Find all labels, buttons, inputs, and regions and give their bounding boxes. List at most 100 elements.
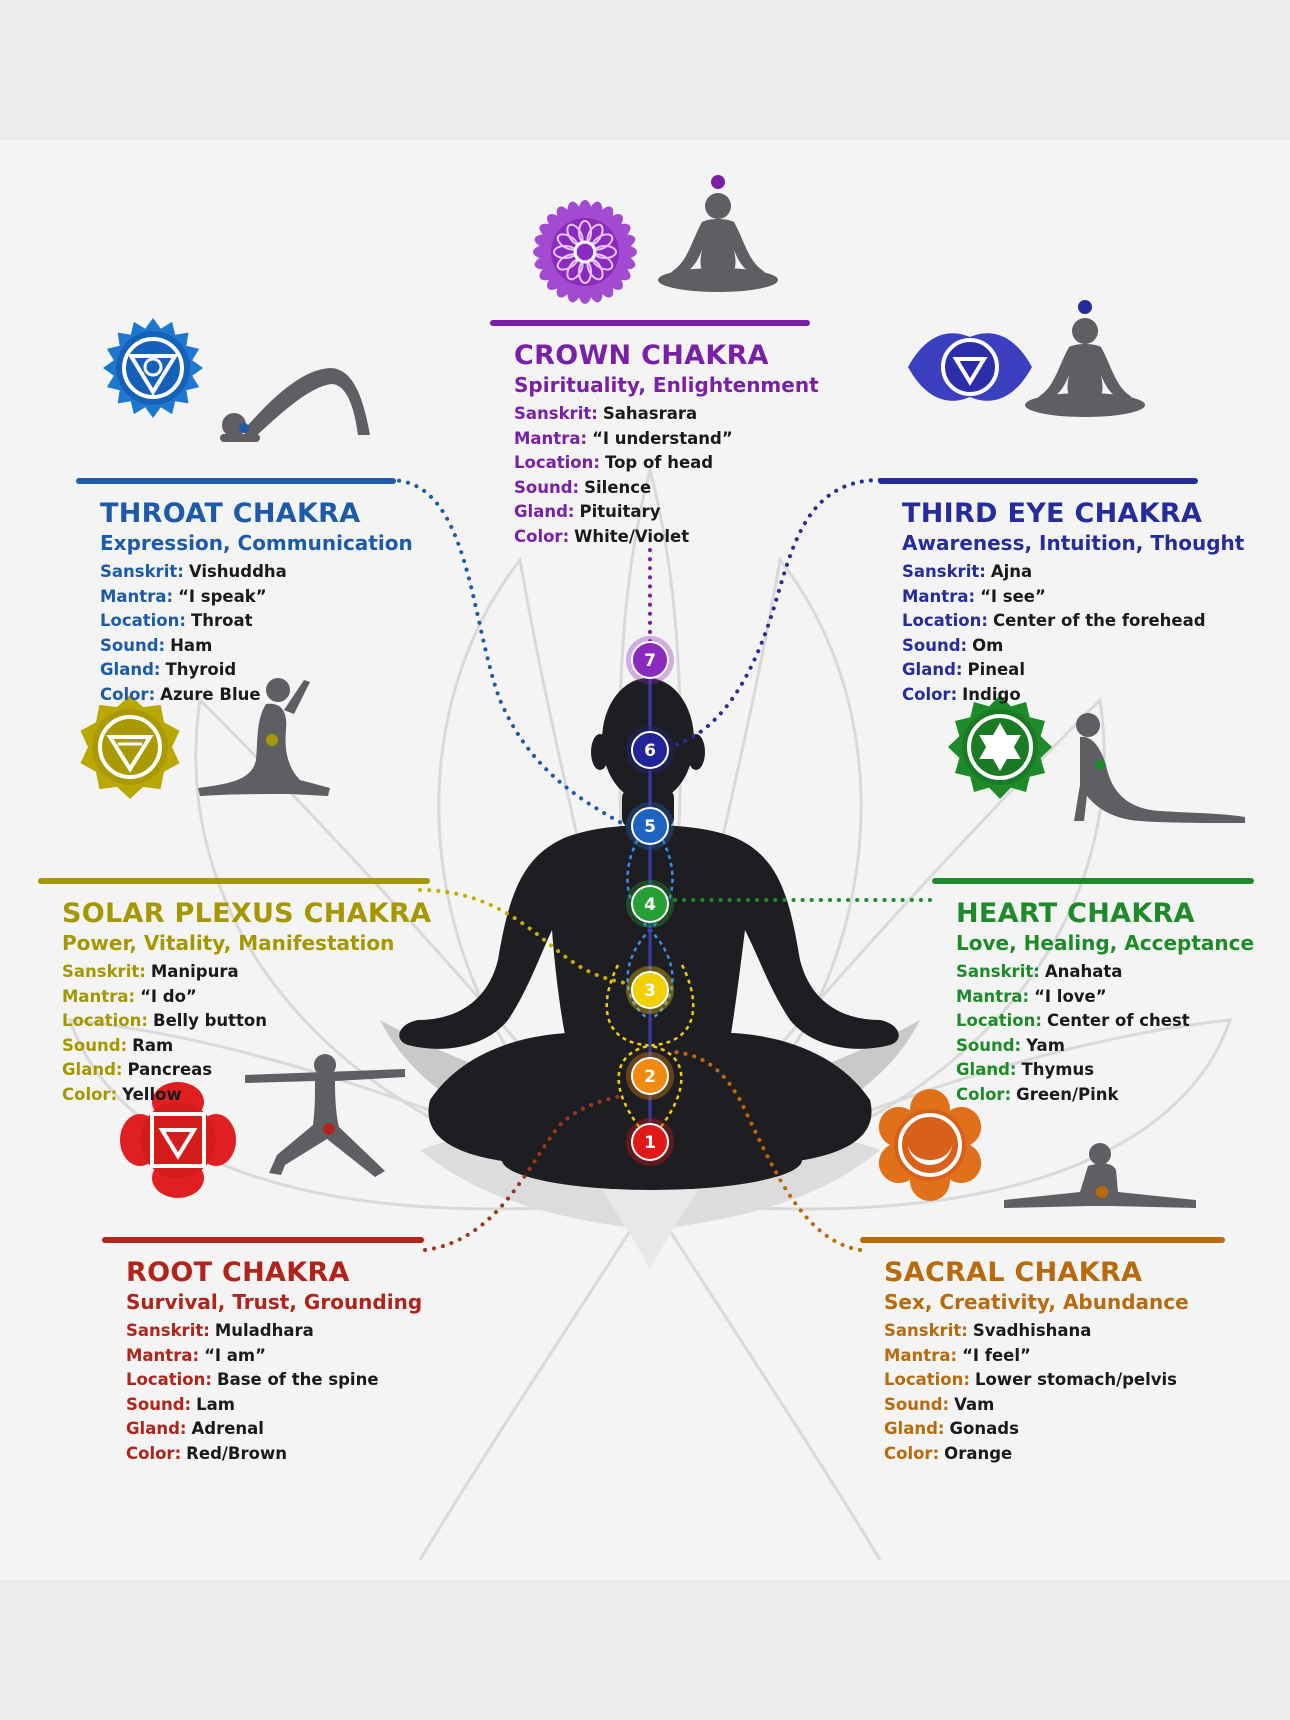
chakra-name: ROOT CHAKRA (126, 1257, 350, 1288)
body-dot-sacral: 2 (626, 1052, 674, 1100)
attribute-label: Sound: (100, 635, 166, 655)
attribute-label: Sanskrit: (884, 1321, 968, 1340)
pose-figure-throat (220, 368, 370, 442)
chakra-attribute-row: Mantra:“I am” (126, 1344, 424, 1369)
chakra-attribute-row: Mantra:“I feel” (884, 1344, 1225, 1369)
chakra-attribute-row: Sanskrit:Anahata (956, 960, 1254, 985)
attribute-value: Anahata (1044, 962, 1123, 981)
chakra-theme: Awareness, Intuition, Thought (902, 531, 1245, 555)
attribute-label: Color: (62, 1084, 118, 1104)
chakra-theme: Survival, Trust, Grounding (126, 1290, 423, 1314)
attribute-label: Mantra: (902, 586, 976, 606)
chakra-attribute-row: Gland:Pancreas (62, 1058, 430, 1083)
attribute-label: Location: (514, 453, 600, 472)
attribute-value: Thymus (1021, 1060, 1095, 1079)
attribute-value: Yam (1026, 1035, 1065, 1055)
eye-triangle-icon (908, 333, 1032, 401)
chakra-attribute-row: Sanskrit:Vishuddha (100, 560, 396, 585)
attribute-label: Sound: (62, 1035, 128, 1055)
panel-divider (932, 878, 1254, 884)
panel-divider (490, 320, 810, 326)
attribute-value: Vam (954, 1394, 995, 1414)
dot-number: 6 (644, 741, 656, 761)
attribute-label: Sanskrit: (100, 562, 184, 581)
chakra-name: HEART CHAKRA (956, 898, 1195, 929)
chakra-attribute-row: Sound:Ram (62, 1034, 430, 1059)
chakra-attribute-row: Location:Center of chest (956, 1009, 1254, 1034)
attribute-value: Ram (132, 1035, 174, 1055)
panel-divider (38, 878, 430, 884)
attribute-value: Lam (196, 1394, 235, 1414)
attribute-value: Manipura (150, 962, 239, 981)
attribute-label: Location: (884, 1370, 970, 1389)
attribute-value: Green/Pink (1016, 1084, 1119, 1104)
chakra-attribute-row: Location:Center of the forehead (902, 609, 1206, 634)
chakra-attribute-row: Sanskrit:Svadhishana (884, 1319, 1225, 1344)
chakra-attribute-row: Sanskrit:Manipura (62, 960, 430, 985)
attribute-label: Location: (62, 1011, 148, 1030)
panel-divider (860, 1237, 1225, 1243)
dot-circle (631, 1057, 669, 1095)
attribute-value: “I am” (204, 1345, 266, 1365)
chakra-attribute-row: Mantra:“I speak” (100, 585, 396, 610)
attribute-label: Color: (514, 526, 570, 546)
chakra-attribute-row: Color:Yellow (62, 1083, 430, 1108)
square-root-icon (120, 1082, 236, 1198)
chakra-name: THROAT CHAKRA (100, 498, 361, 529)
attribute-value: Yellow (122, 1084, 182, 1104)
attribute-value: Throat (191, 611, 253, 630)
chakra-attribute-row: Location:Top of head (514, 451, 810, 476)
chakra-attribute-row: Gland:Gonads (884, 1417, 1225, 1442)
attribute-label: Sound: (514, 477, 580, 497)
attribute-value: Muladhara (214, 1321, 314, 1340)
chakra-attribute-row: Sound:Silence (514, 476, 810, 501)
attribute-value: Sahasrara (602, 404, 698, 423)
attribute-label: Gland: (884, 1419, 945, 1438)
dot-number: 4 (644, 895, 656, 915)
chakra-attribute-row: Sanskrit:Ajna (902, 560, 1198, 585)
attribute-value: Vishuddha (188, 562, 287, 581)
attribute-value: “I speak” (178, 586, 267, 606)
chakra-attribute-row: Color:Orange (884, 1442, 1225, 1467)
attribute-value: Gonads (949, 1419, 1019, 1438)
dot-number: 2 (644, 1067, 656, 1087)
chakra-name: CROWN CHAKRA (514, 340, 769, 371)
attribute-label: Sanskrit: (62, 962, 146, 981)
attribute-value: “I understand” (592, 428, 733, 448)
chakra-attribute-row: Color:Azure Blue (100, 683, 396, 708)
pose-figure-crown (658, 175, 778, 292)
dot-number: 1 (644, 1133, 656, 1153)
chakra-attribute-row: Color:Green/Pink (956, 1083, 1254, 1108)
panel-divider (76, 478, 396, 484)
attribute-label: Color: (126, 1443, 182, 1463)
attribute-label: Sanskrit: (514, 404, 598, 423)
attribute-label: Sound: (902, 635, 968, 655)
attribute-label: Color: (884, 1443, 940, 1463)
attribute-value: Azure Blue (160, 684, 261, 704)
attribute-label: Mantra: (62, 986, 136, 1006)
attribute-value: Ham (170, 635, 213, 655)
connectors (388, 478, 932, 1252)
attribute-value: Thyroid (165, 660, 237, 679)
dot-number: 3 (644, 981, 656, 1001)
chakra-attribute-row: Sound:Ham (100, 634, 396, 659)
chakra-attribute-row: Color:Red/Brown (126, 1442, 424, 1467)
attribute-value: Indigo (962, 684, 1021, 704)
attribute-value: Silence (584, 477, 652, 497)
attribute-value: “I do” (140, 986, 197, 1006)
body-dot-crown: 7 (626, 636, 674, 684)
attribute-value: Orange (944, 1443, 1013, 1463)
